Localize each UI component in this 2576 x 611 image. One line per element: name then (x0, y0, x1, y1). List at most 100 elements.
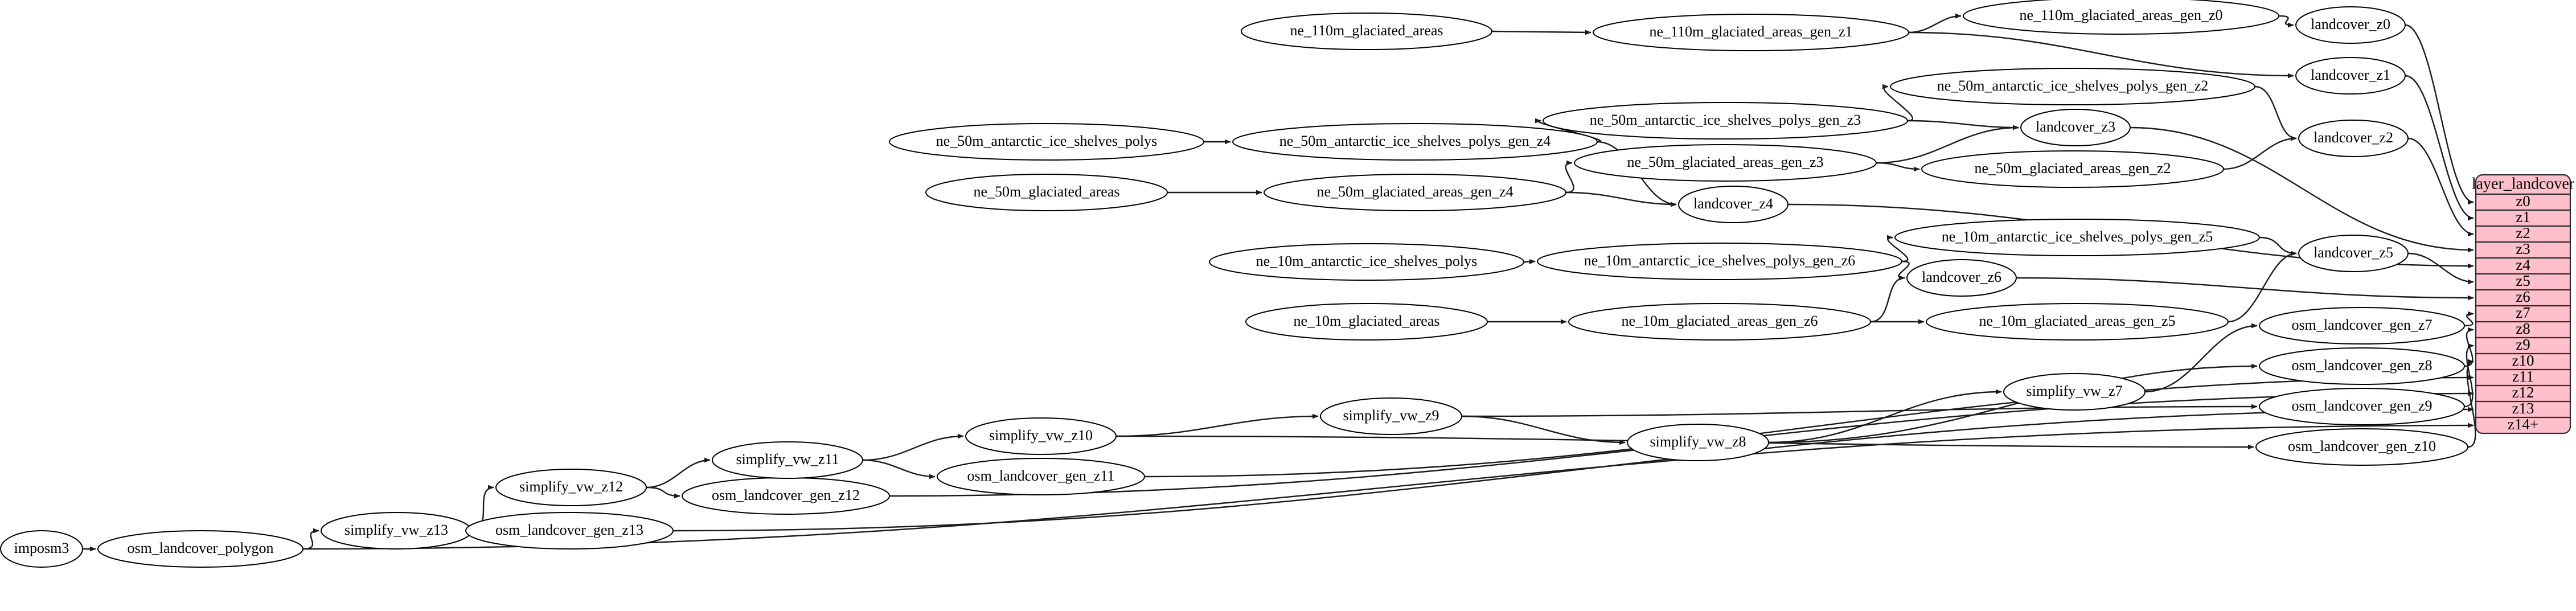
node-ne_10m_antarctic_ice_shelves_polys[interactable]: ne_10m_antarctic_ice_shelves_polys (1209, 243, 1524, 281)
record-row-z5[interactable]: z5 (2516, 272, 2530, 289)
edge-ne_50m_glaciated_areas_gen_z3-to-landcover_z3 (1876, 125, 2019, 164)
node-label: simplify_vw_z12 (519, 478, 623, 495)
node-label: ne_50m_glaciated_areas_gen_z2 (1974, 160, 2171, 177)
node-shape (2298, 235, 2409, 272)
node-label: ne_50m_glaciated_areas_gen_z3 (1627, 154, 1823, 170)
node-label: imposm3 (14, 540, 69, 556)
node-ne_10m_antarctic_ice_shelves_polys_gen_z6[interactable]: ne_10m_antarctic_ice_shelves_polys_gen_z… (1537, 243, 1902, 280)
record-row-z11[interactable]: z11 (2512, 368, 2534, 385)
record-row-z2[interactable]: z2 (2516, 224, 2530, 241)
edge-ne_50m_antarctic_ice_shelves_polys_gen_z2-to-landcover_z2 (2254, 85, 2297, 141)
node-landcover_z1[interactable]: landcover_z1 (2295, 57, 2406, 95)
node-ne_50m_glaciated_areas_gen_z3[interactable]: ne_50m_glaciated_areas_gen_z3 (1574, 144, 1877, 182)
node-landcover_z4[interactable]: landcover_z4 (1678, 186, 1789, 223)
edge-landcover_z6-to-record_z6 (2016, 277, 2474, 301)
node-label: ne_50m_antarctic_ice_shelves_polys_gen_z… (1590, 112, 1861, 128)
node-simplify_vw_z8[interactable]: simplify_vw_z8 (1627, 424, 1769, 461)
node-label: osm_landcover_gen_z7 (2292, 317, 2433, 333)
node-simplify_vw_z9[interactable]: simplify_vw_z9 (1320, 397, 1462, 435)
node-osm_landcover_gen_z12[interactable]: osm_landcover_gen_z12 (682, 477, 890, 515)
node-ne_50m_antarctic_ice_shelves_polys[interactable]: ne_50m_antarctic_ice_shelves_polys (889, 123, 1204, 161)
node-label: ne_10m_glaciated_areas_gen_z6 (1621, 313, 1818, 329)
node-osm_landcover_gen_z13[interactable]: osm_landcover_gen_z13 (465, 512, 674, 550)
node-label: ne_50m_glaciated_areas_gen_z4 (1316, 183, 1513, 200)
edge-ne_50m_glaciated_areas_gen_z4-to-landcover_z4 (1565, 191, 1677, 207)
node-shape (712, 441, 863, 479)
node-shape (925, 174, 1168, 211)
edge-ne_10m_antarctic_ice_shelves_polys-to-ne_10m_antarctic_ice_shelves_polys_gen_z6 (1523, 259, 1536, 265)
edge-ne_110m_glaciated_areas_gen_z0-to-landcover_z0 (2278, 15, 2294, 28)
node-ne_50m_antarctic_ice_shelves_polys_gen_z4[interactable]: ne_50m_antarctic_ice_shelves_polys_gen_z… (1232, 123, 1598, 161)
node-ne_50m_glaciated_areas[interactable]: ne_50m_glaciated_areas (925, 174, 1168, 211)
record-row-z13[interactable]: z13 (2512, 400, 2534, 417)
node-ne_10m_glaciated_areas_gen_z5[interactable]: ne_10m_glaciated_areas_gen_z5 (1926, 303, 2229, 341)
node-ne_50m_antarctic_ice_shelves_polys_gen_z3[interactable]: ne_50m_antarctic_ice_shelves_polys_gen_z… (1543, 102, 1908, 140)
node-landcover_z2[interactable]: landcover_z2 (2298, 120, 2409, 157)
node-ne_10m_glaciated_areas_gen_z6[interactable]: ne_10m_glaciated_areas_gen_z6 (1568, 303, 1871, 341)
node-shape (1232, 123, 1598, 161)
node-landcover_z5[interactable]: landcover_z5 (2298, 235, 2409, 272)
node-osm_landcover_gen_z11[interactable]: osm_landcover_gen_z11 (937, 458, 1145, 495)
node-label: ne_10m_antarctic_ice_shelves_polys_gen_z… (1584, 252, 1856, 269)
node-shape (1568, 303, 1871, 341)
node-landcover_z0[interactable]: landcover_z0 (2295, 6, 2406, 44)
edge-osm_landcover_gen_z9-to-record_z9 (2464, 343, 2474, 408)
node-simplify_vw_z13[interactable]: simplify_vw_z13 (321, 512, 472, 550)
record-row-z9[interactable]: z9 (2516, 336, 2530, 353)
node-simplify_vw_z11[interactable]: simplify_vw_z11 (712, 441, 863, 479)
node-ne_10m_glaciated_areas[interactable]: ne_10m_glaciated_areas (1245, 303, 1488, 341)
node-ne_110m_glaciated_areas[interactable]: ne_110m_glaciated_areas (1241, 13, 1492, 50)
record-row-z7[interactable]: z7 (2516, 304, 2530, 321)
record-row-z3[interactable]: z3 (2516, 240, 2530, 257)
node-label: ne_110m_glaciated_areas_gen_z0 (2019, 7, 2222, 23)
edge-ne_50m_antarctic_ice_shelves_polys_gen_z3-to-ne_50m_antarctic_ice_shelves_polys_gen_z2 (1882, 84, 1913, 122)
node-ne_50m_glaciated_areas_gen_z4[interactable]: ne_50m_glaciated_areas_gen_z4 (1264, 174, 1566, 211)
node-simplify_vw_z7[interactable]: simplify_vw_z7 (2003, 373, 2146, 411)
node-shape (1627, 424, 1769, 461)
record-row-z1[interactable]: z1 (2516, 208, 2530, 225)
node-shape (495, 469, 647, 506)
node-shape (2259, 307, 2465, 345)
node-ne_50m_glaciated_areas_gen_z2[interactable]: ne_50m_glaciated_areas_gen_z2 (1921, 150, 2224, 188)
edge-landcover_z1-to-record_z1 (2405, 75, 2474, 221)
node-label: simplify_vw_z9 (1343, 407, 1439, 424)
record-row-z10[interactable]: z10 (2512, 352, 2534, 369)
node-landcover_z6[interactable]: landcover_z6 (1906, 259, 2017, 297)
node-osm_landcover_gen_z7[interactable]: osm_landcover_gen_z7 (2259, 307, 2465, 345)
node-osm_landcover_gen_z9[interactable]: osm_landcover_gen_z9 (2259, 388, 2465, 425)
edge-ne_50m_glaciated_areas_gen_z3-to-ne_50m_glaciated_areas_gen_z2 (1876, 162, 1920, 172)
node-shape (965, 417, 1117, 455)
edge-ne_50m_glaciated_areas_gen_z4-to-ne_50m_glaciated_areas_gen_z3 (1565, 160, 1574, 194)
node-imposm3[interactable]: imposm3 (0, 530, 83, 568)
node-ne_110m_glaciated_areas_gen_z0[interactable]: ne_110m_glaciated_areas_gen_z0 (1963, 0, 2279, 35)
record-row-z4[interactable]: z4 (2516, 256, 2530, 273)
node-landcover_z3[interactable]: landcover_z3 (2020, 109, 2131, 146)
node-label: osm_landcover_gen_z12 (712, 487, 860, 503)
node-shape (1593, 14, 1909, 51)
record-row-z12[interactable]: z12 (2512, 384, 2534, 401)
edge-ne_10m_antarctic_ice_shelves_polys_gen_z6-to-ne_10m_antarctic_ice_shelves_polys_gen_z5 (1886, 235, 1909, 263)
node-shape (1890, 68, 2255, 105)
record-row-z8[interactable]: z8 (2516, 320, 2530, 337)
record-row-z14+[interactable]: z14+ (2508, 416, 2538, 433)
node-shape (1537, 243, 1902, 280)
node-shape (2259, 347, 2465, 385)
record-row-z0[interactable]: z0 (2516, 192, 2530, 210)
record-row-z6[interactable]: z6 (2516, 288, 2530, 305)
node-label: ne_10m_glaciated_areas_gen_z5 (1979, 313, 2175, 329)
node-label: osm_landcover_gen_z10 (2288, 438, 2436, 454)
edge-ne_110m_glaciated_areas_gen_z1-to-landcover_z1 (1908, 31, 2294, 79)
node-ne_110m_glaciated_areas_gen_z1[interactable]: ne_110m_glaciated_areas_gen_z1 (1593, 14, 1909, 51)
node-label: simplify_vw_z10 (989, 427, 1093, 444)
node-osm_landcover_gen_z8[interactable]: osm_landcover_gen_z8 (2259, 347, 2465, 385)
node-ne_10m_antarctic_ice_shelves_polys_gen_z5[interactable]: ne_10m_antarctic_ice_shelves_polys_gen_z… (1894, 219, 2260, 256)
node-ne_50m_antarctic_ice_shelves_polys_gen_z2[interactable]: ne_50m_antarctic_ice_shelves_polys_gen_z… (1890, 68, 2255, 105)
node-simplify_vw_z10[interactable]: simplify_vw_z10 (965, 417, 1117, 455)
node-shape (2295, 57, 2406, 95)
node-osm_landcover_polygon[interactable]: osm_landcover_polygon (97, 530, 303, 568)
node-shape (465, 512, 674, 550)
node-osm_landcover_gen_z10[interactable]: osm_landcover_gen_z10 (2255, 428, 2468, 466)
node-label: osm_landcover_gen_z8 (2292, 357, 2433, 374)
node-simplify_vw_z12[interactable]: simplify_vw_z12 (495, 469, 647, 506)
